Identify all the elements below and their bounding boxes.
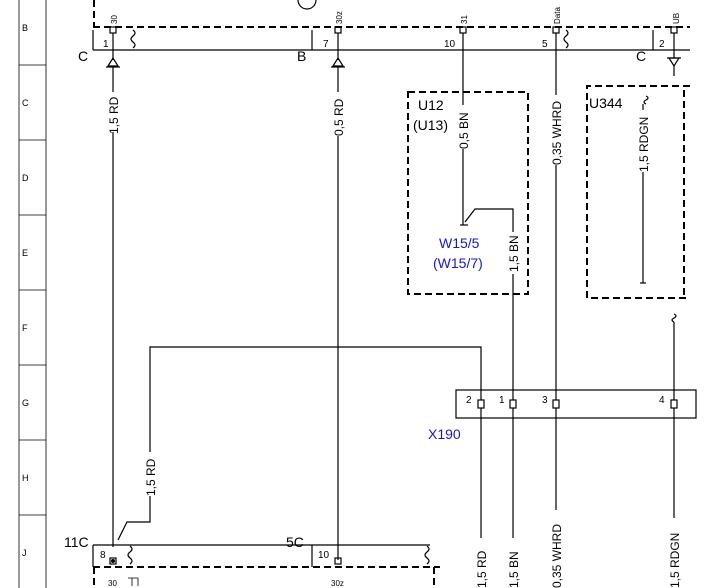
component-w15-7: (W15/7) — [433, 255, 483, 271]
row-label-c: C — [22, 98, 29, 108]
pin-number: 1 — [499, 395, 505, 406]
pin-name-30z: 30z — [335, 11, 344, 24]
wire-label: 1,5 RD — [107, 96, 121, 134]
grid-row-dividers — [19, 64, 46, 516]
pin-number: 2 — [466, 395, 472, 406]
row-label-e: E — [22, 248, 28, 258]
row-label-g: G — [22, 398, 29, 408]
wire-label: 0,5 RD — [332, 98, 346, 136]
u344-module-box — [586, 85, 690, 299]
pin-number: 5 — [542, 39, 548, 50]
pin-name-ub: UB — [672, 13, 681, 24]
row-label-f: F — [22, 323, 28, 333]
x190-pins — [477, 399, 678, 409]
connector-symbols — [106, 56, 681, 76]
wire-label: 0,35 WHRD — [550, 101, 564, 165]
pin-name-data: Data — [553, 7, 562, 24]
wire-label: 1,5 RD — [475, 550, 489, 588]
row-label-j: J — [22, 548, 27, 558]
pin-number: 3 — [542, 395, 548, 406]
pin-number: 8 — [100, 550, 106, 561]
terminal-spring — [130, 29, 136, 49]
bottom-pin-30: 30 — [108, 579, 117, 588]
component-w15-5: W15/5 — [439, 235, 480, 251]
component-u344: U344 — [589, 95, 623, 111]
terminal-spring — [563, 29, 569, 49]
wire-1-5-rd-loop — [117, 346, 482, 541]
wire-label: 1,5 BN — [507, 551, 521, 588]
wire-label: 1,5 BN — [507, 235, 521, 272]
bottom-pin-30z: 30z — [331, 579, 344, 588]
connector-11c: 11C — [64, 534, 89, 550]
connector-letter-c: C — [78, 48, 88, 64]
u12-module-box — [407, 91, 529, 295]
partial-symbol — [297, 0, 317, 10]
connector-letter-c: C — [636, 48, 646, 64]
connector-5c: 5C — [286, 534, 304, 550]
pin-number: 10 — [318, 550, 330, 561]
row-label-h: H — [22, 473, 29, 483]
row-label-b: B — [22, 23, 28, 33]
component-u12: U12 — [418, 97, 444, 113]
pin-name-30: 30 — [110, 15, 119, 24]
x190-connector-housing — [455, 389, 697, 419]
w15-switch-wire — [464, 208, 514, 400]
wire-label: 1,5 RDGN — [668, 533, 682, 588]
pin-name-31: 31 — [460, 15, 469, 24]
pin-number: 2 — [659, 39, 665, 50]
row-label-d: D — [22, 173, 29, 183]
wire-label: 0,35 WHRD — [550, 524, 564, 588]
wire-label: 0,5 BN — [457, 112, 471, 149]
pin-number: 10 — [444, 39, 456, 50]
splice-dot — [111, 559, 115, 563]
component-u13: (U13) — [413, 117, 448, 133]
wire-label: 1,5 RDGN — [637, 117, 651, 172]
pin-number: 7 — [323, 39, 329, 50]
pin-number: 4 — [659, 395, 665, 406]
connector-x190: X190 — [428, 426, 461, 442]
pin-number: 1 — [103, 39, 109, 50]
wire-label: 1,5 RD — [144, 458, 158, 496]
connector-letter-b: B — [297, 48, 306, 64]
